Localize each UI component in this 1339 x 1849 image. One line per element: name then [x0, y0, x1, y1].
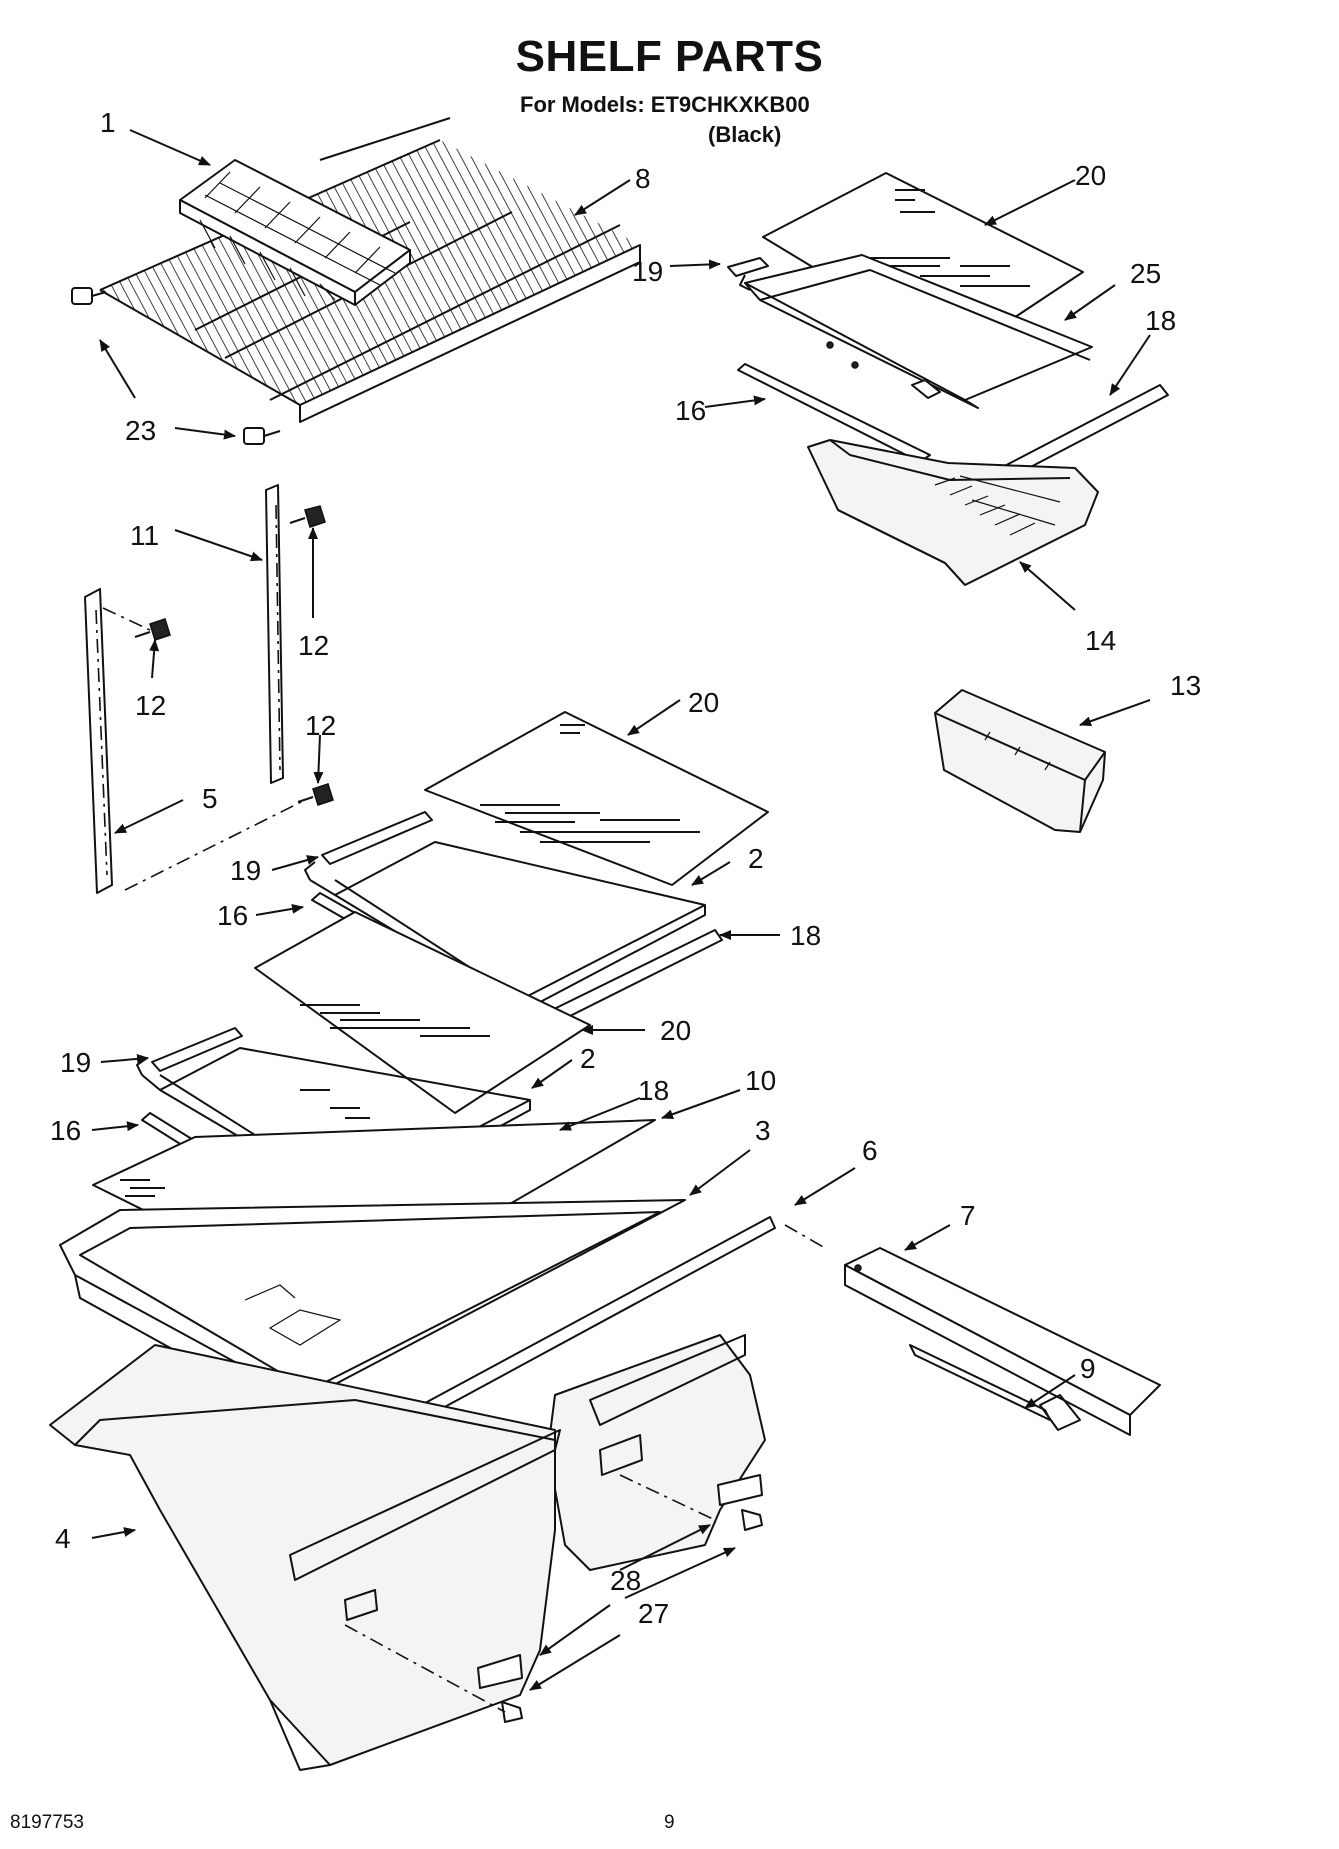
callout-25: 25 [1130, 258, 1161, 289]
callout-labels: 1 8 23 20 25 19 18 16 14 13 11 12 12 12 … [50, 107, 1201, 1629]
part-1-ice-tray [179, 159, 411, 306]
callout-16: 16 [675, 395, 706, 426]
callout-10: 10 [745, 1065, 776, 1096]
callout-20: 20 [1075, 160, 1106, 191]
callout-3: 3 [755, 1115, 771, 1146]
callout-16: 16 [217, 900, 248, 931]
callout-12: 12 [135, 690, 166, 721]
leader-lines [91, 129, 1151, 1691]
callout-11: 11 [130, 520, 159, 551]
callout-27: 27 [638, 1598, 669, 1629]
callout-18: 18 [790, 920, 821, 951]
part-20-glass-shelf-lower [254, 911, 591, 1119]
part-19-trim-lower [151, 1027, 243, 1072]
callout-18: 18 [1145, 305, 1176, 336]
callout-19: 19 [60, 1047, 91, 1078]
diagram-title: SHELF PARTS [515, 32, 824, 81]
model-color: (Black) [708, 122, 782, 147]
part-13-dairy-bin [934, 689, 1106, 833]
callout-9: 9 [1080, 1353, 1096, 1384]
part-19-trim-middle [321, 811, 433, 865]
part-23-shelf-stud [71, 287, 281, 445]
callout-19: 19 [230, 855, 261, 886]
callout-16: 16 [50, 1115, 81, 1146]
part-5-shelf-ladder [84, 588, 113, 894]
part-4-crisper-drawer-left [49, 1344, 561, 1771]
callout-2: 2 [748, 843, 764, 874]
part-11-shelf-ladder [265, 484, 284, 784]
callout-5: 5 [202, 783, 218, 814]
callout-4: 4 [55, 1523, 71, 1554]
document-number: 8197753 [10, 1812, 84, 1833]
callout-6: 6 [862, 1135, 878, 1166]
callout-8: 8 [635, 163, 651, 194]
callout-23: 23 [125, 415, 156, 446]
part-7-humidity-control [844, 1247, 1161, 1436]
callout-1: 1 [100, 107, 116, 138]
callout-20: 20 [688, 687, 719, 718]
part-16-trim-top [737, 363, 931, 463]
part-18-trim-middle [551, 929, 723, 1022]
part-28-label-holder [477, 1474, 763, 1689]
part-9-crisper-drawer-right [547, 1334, 766, 1571]
page-number: 9 [664, 1812, 675, 1833]
model-number: For Models: ET9CHKXKB00 [520, 92, 810, 117]
part-19-trim-top [727, 257, 769, 277]
callout-18: 18 [638, 1075, 669, 1106]
callout-12: 12 [305, 710, 336, 741]
part-14-crisper-drawer [807, 439, 1099, 586]
part-27-clip [501, 1509, 763, 1723]
part-12-screw [134, 505, 334, 806]
callout-19: 19 [632, 256, 663, 287]
part-20-glass-shelf-middle [424, 711, 769, 886]
callout-13: 13 [1170, 670, 1201, 701]
callout-28: 28 [610, 1565, 641, 1596]
callout-14: 14 [1085, 625, 1116, 656]
callout-12: 12 [298, 630, 329, 661]
part-25-crisper-cover-frame [739, 254, 1093, 409]
callout-7: 7 [960, 1200, 976, 1231]
callout-2: 2 [580, 1043, 596, 1074]
callout-20: 20 [660, 1015, 691, 1046]
